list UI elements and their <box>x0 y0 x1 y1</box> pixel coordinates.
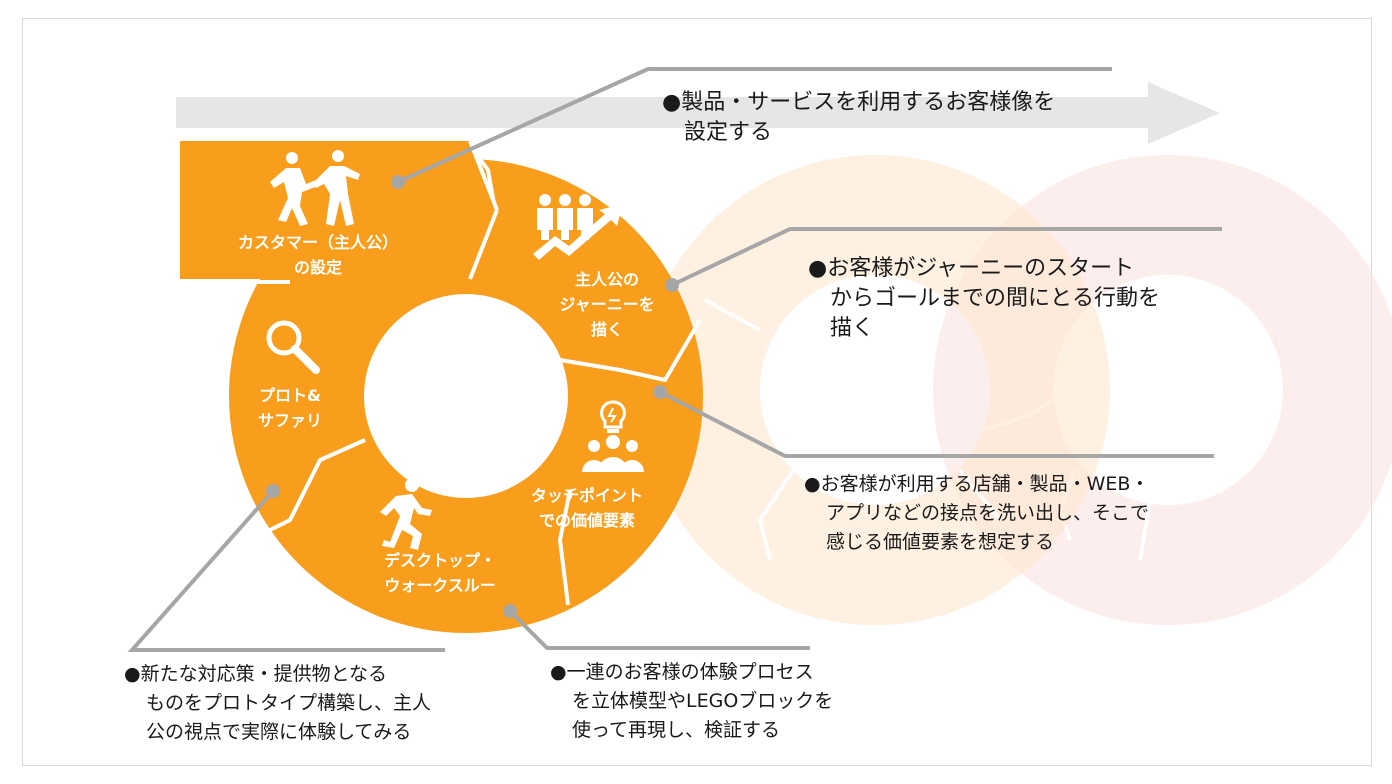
people-growth-arrow-icon <box>533 194 623 260</box>
note-touchpoint-line-2: アプリなどの接点を洗い出し、そこで <box>826 502 1150 524</box>
segment-label-prototype: プロト& サファリ <box>240 383 340 433</box>
note-touchpoint-line-3: 感じる価値要素を想定する <box>826 531 1055 553</box>
running-person-icon <box>380 478 432 550</box>
note-customer: ●製品・サービスを利用するお客様像を 設定する <box>662 88 1055 148</box>
leader-lines <box>127 67 1222 652</box>
note-desktop-line-1: 一連のお客様の体験プロセス <box>566 661 814 683</box>
note-journey-line-1: お客様がジャーニーのスタート <box>827 256 1135 281</box>
note-bullet: ● <box>550 661 567 683</box>
lightbulb-team-icon <box>582 400 644 472</box>
note-touchpoint-line-1: お客様が利用する店舗・製品・WEB・ <box>820 473 1150 495</box>
segment-label-desktop-line-2: ウォークスルー <box>384 576 496 595</box>
segment-label-customer-line-1: カスタマー（主人公） <box>237 233 398 252</box>
segment-label-customer-line-2: の設定 <box>293 258 342 277</box>
segment-label-touchpoint-line-2: での価値要素 <box>538 511 635 530</box>
note-desktop-line-2: を立体模型やLEGOブロックを <box>572 690 834 712</box>
note-bullet: ● <box>124 663 141 685</box>
note-prototype: ●新たな対応策・提供物となる ものをプロトタイプ構築し、主人 公の視点で実際に体… <box>124 660 431 747</box>
note-bullet: ● <box>804 473 821 495</box>
segment-label-prototype-line-1: プロト& <box>259 386 321 405</box>
segment-label-desktop: デスクトップ・ ウォークスルー <box>360 548 520 598</box>
note-desktop: ●一連のお客様の体験プロセス を立体模型やLEGOブロックを 使って再現し、検証… <box>550 658 833 745</box>
segment-label-desktop-line-1: デスクトップ・ <box>383 551 496 570</box>
note-desktop-line-3: 使って再現し、検証する <box>572 719 781 741</box>
segment-label-customer: カスタマー（主人公） の設定 <box>198 230 438 280</box>
ghost-cycle-mid <box>640 154 1110 626</box>
note-bullet: ● <box>662 90 682 115</box>
customer-tab <box>180 141 497 279</box>
note-customer-line-1: 製品・サービスを利用するお客様像を <box>681 90 1056 115</box>
note-customer-line-2: 設定する <box>684 120 773 145</box>
segment-label-journey-line-1: 主人公の <box>574 270 639 289</box>
note-bullet: ● <box>808 256 828 281</box>
progress-arrow <box>176 82 1220 144</box>
note-journey: ●お客様がジャーニーのスタート からゴールまでの間にとる行動を 描く <box>808 254 1160 344</box>
segment-label-touchpoint: タッチポイント での価値要素 <box>512 483 662 533</box>
segment-label-journey-line-3: 描く <box>590 320 623 339</box>
magnifier-icon <box>266 320 320 374</box>
note-journey-line-2: からゴールまでの間にとる行動を <box>830 286 1161 311</box>
note-prototype-line-3: 公の視点で実際に体験してみる <box>146 721 412 743</box>
note-prototype-line-2: ものをプロトタイプ構築し、主人 <box>146 692 432 714</box>
note-touchpoint: ●お客様が利用する店舗・製品・WEB・ アプリなどの接点を洗い出し、そこで 感じ… <box>804 470 1149 557</box>
segment-label-prototype-line-2: サファリ <box>257 411 322 430</box>
segment-label-touchpoint-line-1: タッチポイント <box>530 486 643 505</box>
segment-label-journey-line-2: ジャーニーを <box>559 295 655 314</box>
segment-label-journey: 主人公の ジャーニーを 描く <box>532 267 682 342</box>
note-prototype-line-1: 新たな対応策・提供物となる <box>140 663 388 685</box>
note-journey-line-3: 描く <box>830 316 875 341</box>
people-running-icon <box>270 150 360 226</box>
